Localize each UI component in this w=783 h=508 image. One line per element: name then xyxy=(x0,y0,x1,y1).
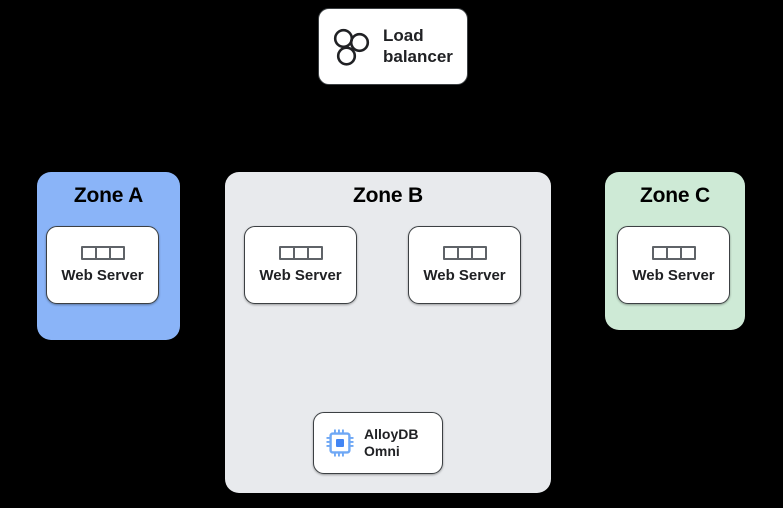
load-balancer-label: Load balancer xyxy=(383,26,453,66)
server-rack-icon xyxy=(442,246,487,260)
alloydb-omni-label: AlloyDB Omni xyxy=(364,426,418,460)
zone-b-label: Zone B xyxy=(353,184,423,207)
zone-a-web-server-label: Web Server xyxy=(61,267,144,284)
zone-b-web-server-1-label: Web Server xyxy=(259,267,342,284)
load-balancer-circles-icon xyxy=(333,28,370,66)
load-balancer-node[interactable]: Load balancer xyxy=(318,8,468,85)
zone-c-web-server-label: Web Server xyxy=(632,267,715,284)
load-balancer-label-line2: balancer xyxy=(383,46,453,66)
alloydb-omni-node[interactable]: AlloyDB Omni xyxy=(313,412,443,474)
zone-c-web-server-node[interactable]: Web Server xyxy=(617,226,730,304)
zone-a-web-server-node[interactable]: Web Server xyxy=(46,226,159,304)
zone-b-web-server-2-label: Web Server xyxy=(423,267,506,284)
alloydb-omni-label-line1: AlloyDB xyxy=(364,426,419,443)
zone-b-web-server-2-node[interactable]: Web Server xyxy=(408,226,521,304)
zone-a-label: Zone A xyxy=(73,184,144,207)
server-rack-icon xyxy=(651,246,696,260)
alloydb-omni-label-line2: Omni xyxy=(364,443,400,459)
cpu-chip-icon xyxy=(326,429,354,457)
zone-b-web-server-1-node[interactable]: Web Server xyxy=(244,226,357,304)
server-rack-icon xyxy=(278,246,323,260)
load-balancer-label-line1: Load xyxy=(383,26,424,46)
zone-c-label: Zone C xyxy=(640,184,710,207)
server-rack-icon xyxy=(80,246,125,260)
